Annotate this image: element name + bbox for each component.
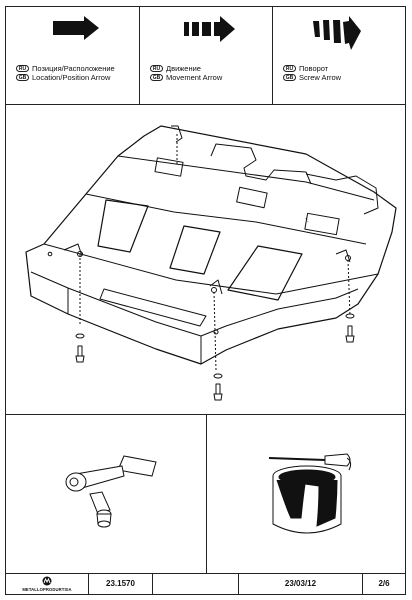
ru-badge: RU (150, 65, 163, 72)
legend-ru-label: Позиция/Расположение (32, 64, 115, 73)
bolt-center (213, 373, 223, 401)
assembly-drawing-panel (6, 104, 405, 415)
legend-en-label: Screw Arrow (299, 73, 342, 82)
skid-plate-drawing (25, 125, 397, 401)
gb-badge: GB (16, 74, 29, 81)
company-logo-icon (42, 576, 52, 585)
date: 23/03/12 (238, 573, 362, 594)
page-number: 2/6 (362, 573, 405, 594)
legend-ru-label: Поворот (299, 64, 329, 73)
dashed-arrow-icon (184, 16, 235, 42)
part-number: 23.1570 (88, 573, 152, 594)
tools-divider (206, 414, 207, 573)
curved-arrow-icon (313, 16, 361, 50)
ratchet-wrench-icon (65, 455, 157, 528)
tools-row (6, 414, 405, 574)
footer: METALLOPRODURTSIA 23.1570 23/03/12 2/6 (6, 573, 405, 594)
ru-badge: RU (16, 65, 29, 72)
paint-can-and-brush-icon (268, 453, 352, 534)
ru-badge: RU (283, 65, 296, 72)
solid-arrow-icon (53, 16, 99, 40)
gb-badge: GB (283, 74, 296, 81)
bolt-right (345, 313, 355, 343)
gb-badge: GB (150, 74, 163, 81)
legend-en-label: Location/Position Arrow (32, 73, 111, 82)
footer-blank (152, 573, 238, 594)
legend-ru-label: Движение (166, 64, 201, 73)
legend-en-label: Movement Arrow (166, 73, 223, 82)
logo-text: METALLOPRODURTSIA (22, 586, 72, 592)
bolt-left (75, 333, 85, 363)
company-logo: METALLOPRODURTSIA (6, 573, 88, 594)
